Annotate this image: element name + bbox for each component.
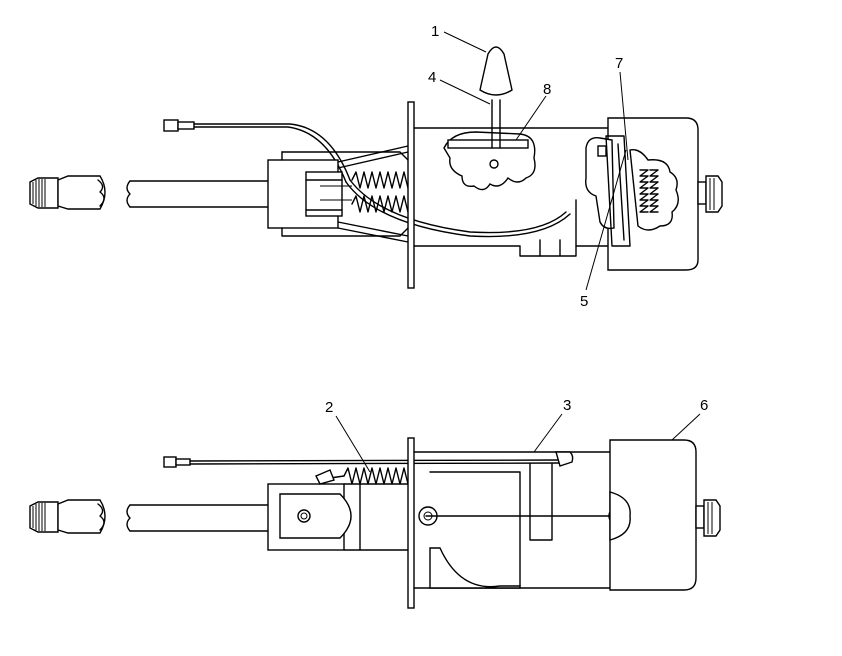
callout-8: 8 [515,81,551,141]
top-shift-lever [479,46,513,149]
top-cutaway [443,131,536,191]
top-cable-end [29,175,106,210]
top-mounting-flange [407,101,415,289]
callout-5: 5 [580,149,627,310]
top-spring-lower [351,195,413,213]
top-end-cap [585,117,699,271]
callout-label-3: 3 [563,397,571,414]
bottom-spring [315,467,413,485]
callout-4: 4 [428,69,491,105]
top-housing-block [267,151,409,237]
callout-label-1: 1 [431,23,439,40]
bottom-housing-block [267,483,409,551]
top-guide-rod-lower [337,221,409,243]
bottom-end-cap [609,439,697,591]
bottom-view [29,437,721,609]
top-spring-upper [351,171,413,189]
bottom-electrical-lead [163,456,561,468]
callout-2: 2 [325,399,371,473]
top-main-body [413,127,609,257]
callout-7: 7 [615,55,629,161]
bottom-main-body [413,451,628,589]
bottom-cable-end [29,499,106,534]
callout-3: 3 [533,397,571,453]
top-cable-shaft [126,180,269,208]
top-end-nut [697,175,723,213]
bottom-cable-shaft [126,504,269,532]
bottom-end-nut [695,499,721,537]
callout-label-2: 2 [325,399,333,416]
callout-1: 1 [431,23,487,53]
top-view [29,46,723,289]
callout-label-8: 8 [543,81,551,98]
callout-label-7: 7 [615,55,623,72]
callout-label-6: 6 [700,397,708,414]
bottom-mounting-flange [407,437,415,609]
callouts: 1 4 8 7 5 2 3 6 [325,23,708,473]
callout-label-5: 5 [580,293,588,310]
callout-label-4: 4 [428,69,436,86]
callout-6: 6 [671,397,708,441]
top-guide-rod-upper [337,145,409,169]
